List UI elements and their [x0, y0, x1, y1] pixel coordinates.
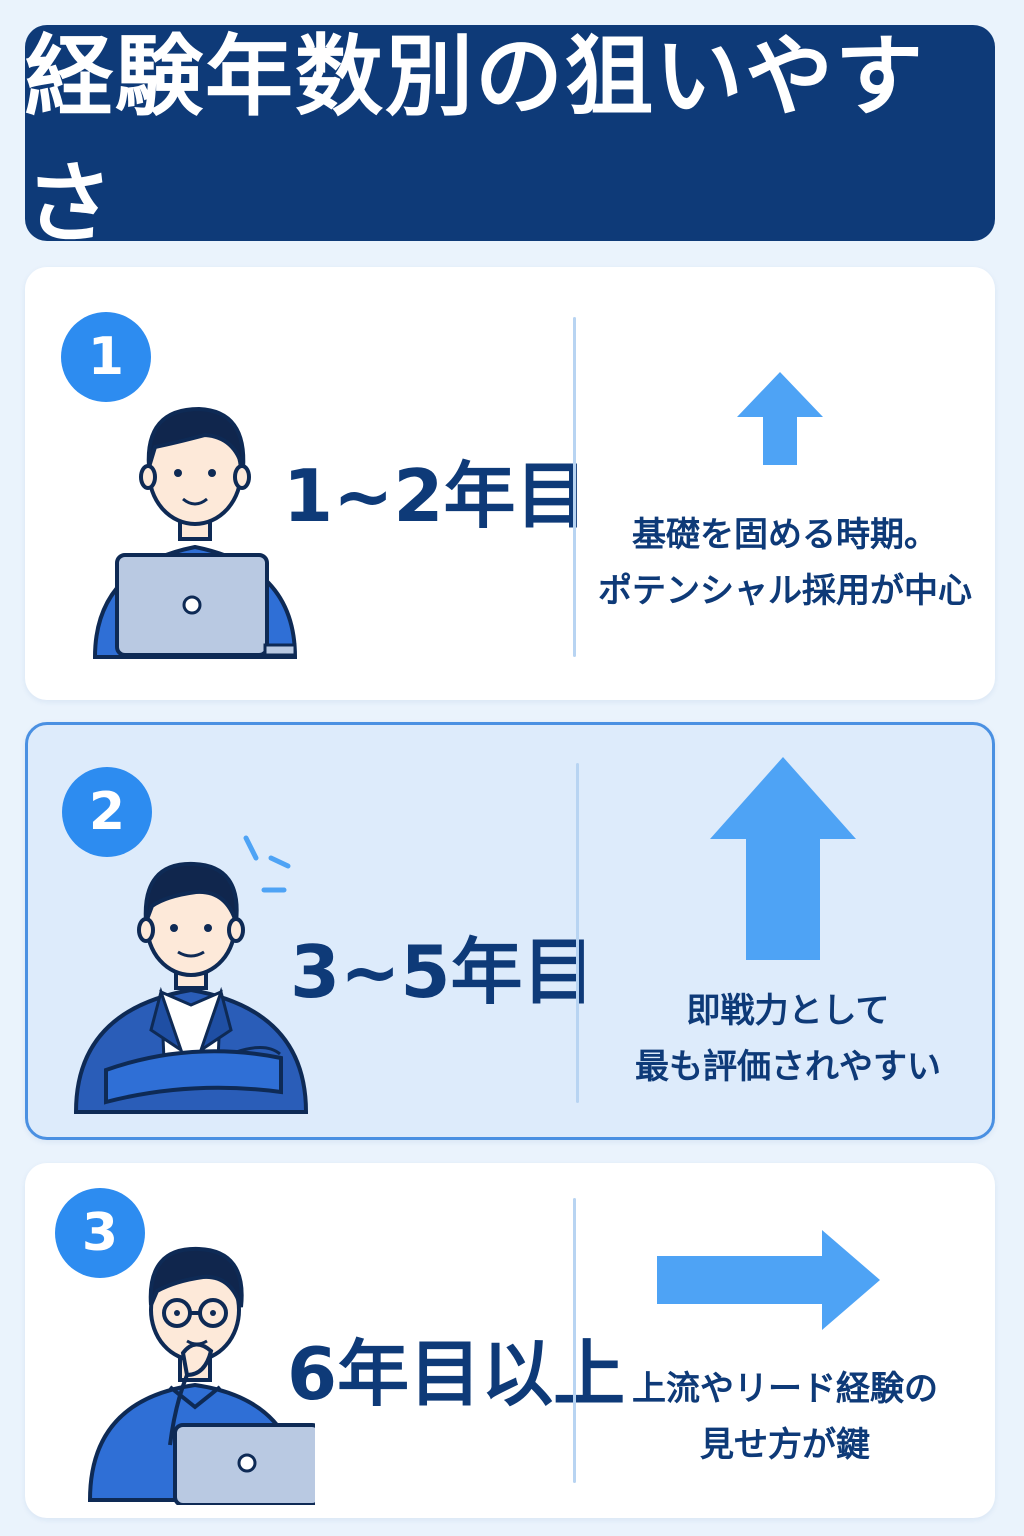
stage-number-badge: 3 — [55, 1188, 145, 1278]
stage-years: 3~5年目 — [290, 930, 595, 1014]
person-arms-crossed-icon — [73, 835, 309, 1114]
stage-card-1: 1 1~2年目 基礎を固める時期。 ポテンシャル採用が中心 — [25, 267, 995, 700]
description-line: 見せ方が鍵 — [700, 1425, 870, 1466]
arrow-up-small-icon — [737, 372, 823, 465]
arrow-right-icon — [657, 1230, 880, 1330]
stage-number-badge: 1 — [61, 312, 151, 402]
page-title: 経験年数別の狙いやすさ — [25, 25, 926, 255]
stage-description: 即戦力として 最も評価されやすい — [588, 983, 988, 1095]
stage-card-3: 3 6年目以上 上流やリード経験の 見せ方が鍵 — [25, 1163, 995, 1518]
description-line: ポテンシャル採用が中心 — [598, 571, 972, 612]
stage-description: 上流やリード経験の 見せ方が鍵 — [585, 1361, 985, 1473]
title-banner: 経験年数別の狙いやすさ — [25, 25, 995, 255]
description-line: 即戦力として — [686, 991, 890, 1031]
card-divider — [576, 763, 579, 1103]
arrow-up-large-icon — [710, 757, 856, 960]
description-line: 最も評価されやすい — [635, 1047, 941, 1088]
card-divider — [573, 1198, 576, 1483]
stage-number-badge: 2 — [62, 767, 152, 857]
card-divider — [573, 317, 576, 657]
stage-years: 6年目以上 — [287, 1332, 626, 1416]
person-with-laptop-icon — [92, 406, 298, 659]
stage-years: 1~2年目 — [283, 454, 588, 538]
stage-card-2: 2 3~5年目 即戦力として 最も評価されやすい — [25, 722, 995, 1140]
description-line: 上流やリード経験の — [632, 1369, 938, 1409]
description-line: 基礎を固める時期。 — [632, 515, 938, 555]
stage-description: 基礎を固める時期。 ポテンシャル採用が中心 — [585, 507, 985, 619]
person-glasses-laptop-icon — [87, 1246, 315, 1505]
